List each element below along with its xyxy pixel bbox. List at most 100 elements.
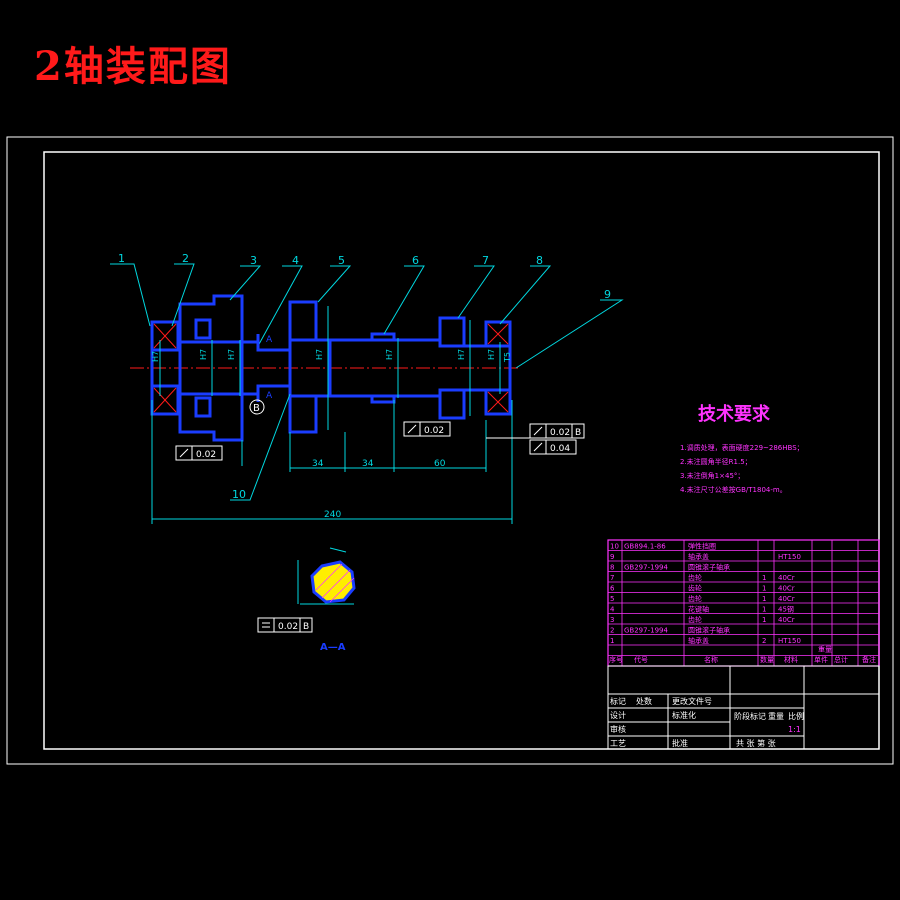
tb-label: 标记 [610, 696, 626, 706]
datum-b-circle [249, 399, 265, 415]
tolerance-frame-3: 0.02 B 0.04 [486, 423, 585, 455]
tb-label: 设计 [610, 710, 626, 720]
gear-7-b [438, 388, 466, 420]
part-label: 5 [338, 254, 345, 267]
drawing-title: 2轴装配图 [34, 43, 232, 90]
gear-3-slot [194, 318, 212, 340]
bom-cell-code: GB297-1994 [624, 564, 668, 572]
leaders [110, 263, 624, 501]
bom-cell-mat: 40Cr [778, 595, 795, 603]
gear-3-slot-b [194, 396, 212, 418]
bom-header: 备注 [862, 655, 876, 664]
fit-label: H7 [315, 349, 324, 360]
fit-label: H7 [199, 349, 208, 360]
bom-cell-mat: 45钢 [778, 605, 794, 614]
bom-cell-name: 齿轮 [688, 594, 702, 603]
bom-cell-name: 圆锥滚子轴承 [688, 626, 730, 635]
section-view: 0.02 B A—A [257, 547, 356, 653]
fit-label: H7 [227, 349, 236, 360]
bearing-8-b [484, 388, 512, 416]
part-label: 6 [412, 254, 419, 267]
bearing-2 [150, 320, 180, 352]
part-label: 3 [250, 254, 257, 267]
tol-value: 0.02 [278, 622, 298, 632]
collar-6 [370, 332, 396, 342]
dim-240: 240 [324, 510, 341, 520]
part-labels: 1 2 3 4 5 6 7 8 9 10 [118, 252, 611, 501]
bom-cell-name: 弹性挡圈 [688, 542, 716, 551]
bom-cell-mat: 40Cr [778, 616, 795, 624]
tolerance-frame-1: 0.02 [175, 445, 223, 461]
tech-item: 2.未注圆角半径R1.5； [680, 457, 752, 466]
bom-cell-no: 10 [610, 543, 619, 551]
tb-sheets: 共 张 第 张 [736, 738, 776, 748]
bom-header: 数量 [760, 655, 774, 664]
fit-label: H7 [487, 349, 496, 360]
bom-cell-mat: 40Cr [778, 574, 795, 582]
bom-cell-no: 2 [610, 627, 614, 635]
fit-label: H7 [385, 349, 394, 360]
tb-label: 处数 [636, 696, 652, 706]
tol-value: 0.02 [424, 426, 444, 436]
bom-cell-no: 8 [610, 564, 614, 572]
bom-cell-name: 花键轴 [688, 605, 709, 614]
part-label: 10 [232, 488, 246, 501]
bom-cell-mat: 40Cr [778, 585, 795, 593]
bom-cell-mat: HT150 [778, 637, 801, 645]
bom-cell-no: 4 [610, 606, 615, 614]
bom-cell-qty: 1 [762, 616, 766, 624]
tech-item: 1.调质处理，表面硬度229~286HBS； [680, 443, 804, 452]
gear-7 [438, 316, 466, 348]
tol-value: 0.02 [196, 450, 216, 460]
bom-cell-no: 3 [610, 616, 614, 624]
tech-item: 4.未注尺寸公差按GB/T1804-m。 [680, 485, 787, 494]
bom-cell-name: 齿轮 [688, 584, 702, 593]
section-arrow-label: A [266, 335, 273, 345]
tol-value: 0.02 [550, 428, 570, 438]
bom-cell-name: 圆锥滚子轴承 [688, 563, 730, 572]
bom-cell-no: 7 [610, 574, 614, 582]
collar-6-b [370, 394, 396, 404]
part-label: 1 [118, 252, 125, 265]
tech-item: 3.未注倒角1×45°； [680, 471, 744, 480]
bom-cell-name: 轴承盖 [688, 636, 709, 645]
tol-value: 0.04 [550, 444, 570, 454]
bom-cell-qty: 2 [762, 637, 766, 645]
part-label: 4 [292, 254, 299, 267]
bom-cell-no: 1 [610, 637, 614, 645]
bom-header-weight: 重量 [818, 646, 832, 654]
tb-label: 重量 [768, 711, 784, 721]
part-label: 8 [536, 254, 543, 267]
bom-cell-qty: 1 [762, 574, 766, 582]
bom-cell-no: 9 [610, 553, 614, 561]
tech-items: 1.调质处理，表面硬度229~286HBS； 2.未注圆角半径R1.5； 3.未… [680, 443, 804, 494]
tb-label: 比例 [788, 711, 804, 721]
dim-values: 34 34 60 240 [312, 459, 446, 520]
outer-frame [6, 136, 894, 765]
bom-cell-code: GB297-1994 [624, 627, 668, 635]
tech-heading: 技术要求 [698, 403, 771, 425]
tb-label: 标准化 [672, 710, 696, 720]
fit-labels: H7 H7 H7 H7 H7 H7 H7 T5 [151, 349, 512, 363]
fit-label: H7 [151, 351, 160, 362]
fit-label: T5 [503, 352, 512, 363]
bom-cell-qty: 1 [762, 585, 766, 593]
bom-cell-mat: HT150 [778, 553, 801, 561]
fit-dim-lines [159, 306, 501, 430]
bom-cell-name: 齿轮 [688, 573, 702, 582]
part-label: 7 [482, 254, 489, 267]
bom-header: 材料 [784, 655, 798, 664]
bom-cell-qty: 1 [762, 606, 766, 614]
tol-ref: B [303, 622, 309, 632]
bom-cell-name: 轴承盖 [688, 552, 709, 561]
tb-label: 工艺 [610, 739, 626, 748]
horizontal-dims [151, 400, 513, 524]
bearing-marks [153, 323, 509, 413]
tb-label: 审核 [610, 724, 626, 734]
tolerance-frame-2: 0.02 [403, 421, 451, 437]
fit-label: H7 [457, 349, 466, 360]
bom-cell-no: 5 [610, 595, 614, 603]
part-label: 9 [604, 288, 611, 301]
